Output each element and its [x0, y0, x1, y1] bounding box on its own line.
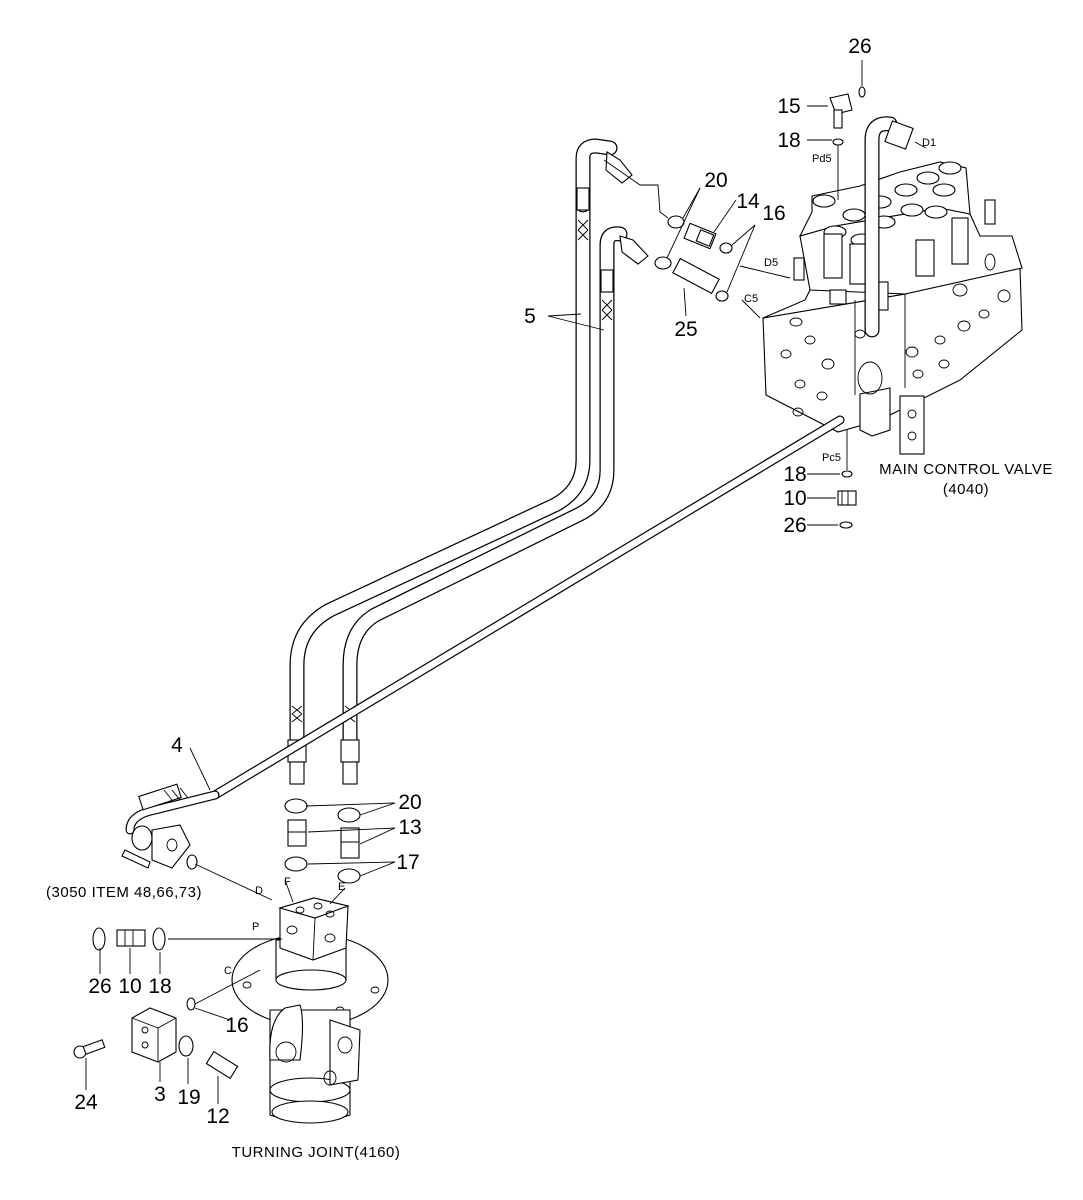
port-p: P — [252, 921, 259, 933]
part-26-low: 26 — [88, 975, 111, 998]
o-ring-18-mid — [841, 470, 853, 478]
o-ring-20-b — [654, 256, 672, 270]
main-control-valve-label: MAIN CONTROL VALVE — [879, 461, 1053, 478]
port-pc5: Pc5 — [822, 452, 841, 464]
o-ring-16-a — [719, 242, 733, 254]
turning-joint-label: TURNING JOINT(4160) — [232, 1144, 401, 1161]
hose-d1 — [864, 116, 914, 338]
part-4: 4 — [171, 734, 183, 757]
fitting-12 — [205, 1050, 239, 1080]
fitting-15 — [829, 86, 866, 129]
hose-assembly-5 — [287, 138, 649, 785]
plug-10-low — [116, 929, 146, 947]
port-e: E — [338, 881, 345, 893]
part-17: 17 — [396, 851, 419, 874]
part-18-mid: 18 — [783, 463, 806, 486]
port-d5: D5 — [764, 257, 778, 269]
fitting-25 — [672, 257, 720, 295]
o-ring-20-joint-e — [337, 807, 361, 823]
port-d1: D1 — [922, 137, 936, 149]
port-d: D — [255, 885, 263, 897]
part-10-low: 10 — [118, 975, 141, 998]
port-f: F — [284, 876, 291, 888]
o-ring-16-b — [715, 290, 729, 302]
port-pd5: Pd5 — [812, 153, 832, 165]
component-labels: MAIN CONTROL VALVE (4040) TURNING JOINT(… — [46, 461, 1053, 1161]
part-14: 14 — [736, 190, 760, 213]
item-reference-label: (3050 ITEM 48,66,73) — [46, 884, 202, 901]
part-26-top: 26 — [848, 35, 871, 58]
valve-ports — [780, 253, 1011, 441]
port-labels: D1 Pd5 D5 C5 Pc5 D P C F E — [224, 137, 936, 977]
o-ring-20-joint-f — [284, 798, 308, 814]
part-26-mid: 26 — [783, 514, 806, 537]
o-ring-26-mid — [839, 521, 853, 529]
o-ring-18-low — [152, 927, 166, 951]
part-number-labels: 26 15 18 20 14 16 5 25 18 10 26 4 20 13 … — [74, 35, 871, 1128]
part-12: 12 — [206, 1105, 229, 1128]
part-5: 5 — [524, 305, 536, 328]
o-ring-18-top — [832, 138, 844, 146]
pipe-4 — [121, 415, 845, 870]
turning-joint — [231, 897, 389, 1124]
plug-10-mid — [837, 490, 857, 506]
part-25: 25 — [674, 318, 697, 341]
main-control-valve — [762, 161, 1023, 455]
part-18-low: 18 — [148, 975, 171, 998]
o-ring-26-low — [92, 927, 106, 951]
leader-lines — [85, 60, 927, 1104]
part-3: 3 — [154, 1083, 166, 1106]
part-13: 13 — [398, 816, 421, 839]
part-16-low: 16 — [225, 1014, 248, 1037]
port-c: C — [224, 965, 232, 977]
main-control-valve-code: (4040) — [943, 481, 989, 498]
adapter-13-e — [340, 827, 360, 859]
o-ring-16-low — [186, 997, 196, 1011]
part-16-top: 16 — [762, 202, 785, 225]
valve-spool-caps — [793, 161, 996, 311]
o-ring-19 — [178, 1035, 194, 1057]
bolt-24 — [73, 1039, 106, 1059]
part-20-top: 20 — [704, 169, 727, 192]
part-15: 15 — [777, 95, 800, 118]
port-c5: C5 — [744, 293, 758, 305]
o-ring-17-f — [284, 856, 308, 872]
adapter-13-f — [287, 819, 307, 847]
part-20-low: 20 — [398, 791, 421, 814]
part-10-mid: 10 — [783, 487, 806, 510]
block-3 — [131, 1007, 177, 1063]
part-24: 24 — [74, 1091, 98, 1114]
fitting-14 — [683, 222, 717, 250]
part-18-top: 18 — [777, 129, 800, 152]
part-19: 19 — [177, 1086, 200, 1109]
